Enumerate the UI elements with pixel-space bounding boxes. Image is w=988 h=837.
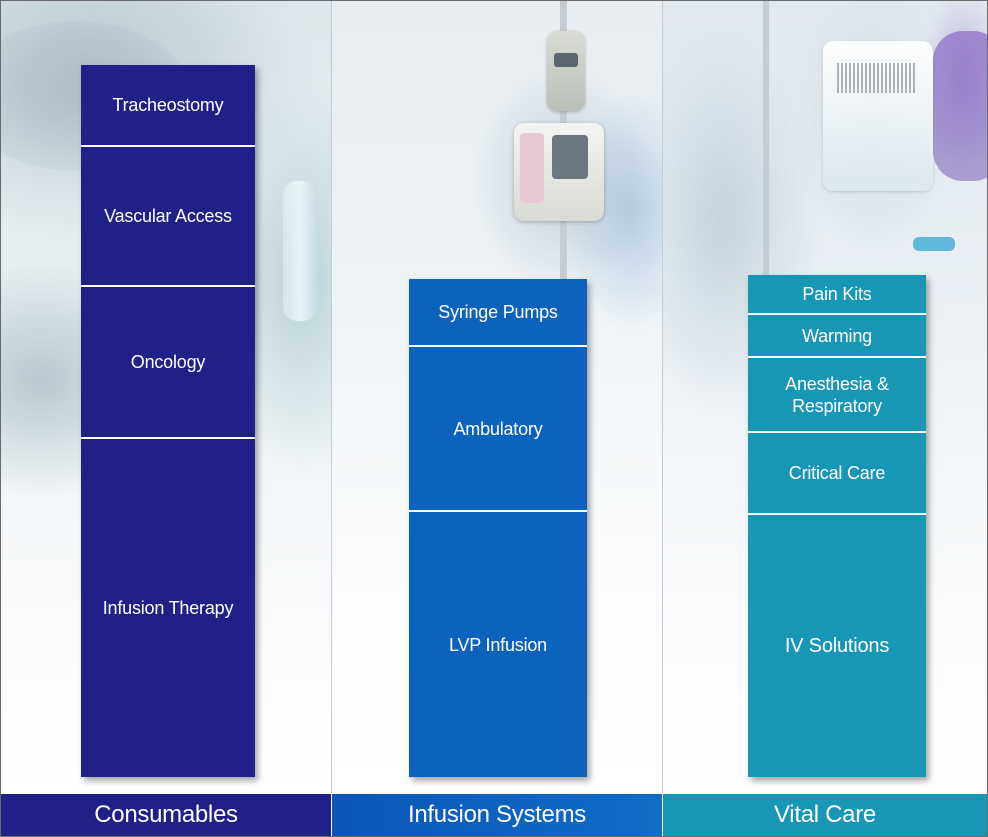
vital-care-column: Pain Kits Warming Anesthesia & Respirato… <box>748 275 926 777</box>
segment-infusion-therapy[interactable]: Infusion Therapy <box>81 439 255 777</box>
segment-iv-solutions[interactable]: IV Solutions <box>748 515 926 777</box>
consumables-footer[interactable]: Consumables <box>1 794 331 836</box>
segment-label: Warming <box>802 325 872 346</box>
gloved-hand-image <box>933 31 987 181</box>
segment-label: Syringe Pumps <box>438 302 558 322</box>
segment-critical-care[interactable]: Critical Care <box>748 433 926 515</box>
footer-label: Vital Care <box>774 801 876 828</box>
syringe-pump-image <box>547 31 585 111</box>
segment-label: Tracheostomy <box>112 95 224 115</box>
segment-label: Infusion Therapy <box>102 598 234 618</box>
footer-label: Infusion Systems <box>408 801 586 828</box>
catheter-connector-image <box>283 181 317 321</box>
segment-lvp-infusion[interactable]: LVP Infusion <box>409 512 587 777</box>
consumables-column: Tracheostomy Vascular Access Oncology In… <box>81 65 255 777</box>
segment-anesthesia-respiratory[interactable]: Anesthesia & Respiratory <box>748 358 926 433</box>
segment-tracheostomy[interactable]: Tracheostomy <box>81 65 255 147</box>
vital-care-footer[interactable]: Vital Care <box>663 794 987 836</box>
iv-pole-image <box>763 1 769 321</box>
segment-pain-kits[interactable]: Pain Kits <box>748 275 926 315</box>
segment-label: Vascular Access <box>104 206 232 226</box>
segment-ambulatory[interactable]: Ambulatory <box>409 347 587 512</box>
iv-tube-connector-image <box>913 237 955 251</box>
iv-bag-image <box>823 41 933 191</box>
segment-label: LVP Infusion <box>448 634 547 655</box>
footer-label: Consumables <box>94 801 238 828</box>
infusion-pump-image <box>514 123 604 221</box>
segment-label: Anesthesia & Respiratory <box>785 373 889 416</box>
segment-oncology[interactable]: Oncology <box>81 287 255 439</box>
panel-divider <box>662 1 663 794</box>
segment-label: Ambulatory <box>453 418 543 439</box>
segment-syringe-pumps[interactable]: Syringe Pumps <box>409 279 587 347</box>
segment-label: Pain Kits <box>802 284 872 304</box>
infusion-systems-column: Syringe Pumps Ambulatory LVP Infusion <box>409 279 587 777</box>
segment-vascular-access[interactable]: Vascular Access <box>81 147 255 287</box>
infusion-systems-footer[interactable]: Infusion Systems <box>332 794 662 836</box>
segment-label: Critical Care <box>788 463 886 483</box>
segment-label: Oncology <box>130 352 206 372</box>
panel-divider <box>331 1 332 794</box>
segment-warming[interactable]: Warming <box>748 315 926 358</box>
segment-label: IV Solutions <box>784 635 890 657</box>
